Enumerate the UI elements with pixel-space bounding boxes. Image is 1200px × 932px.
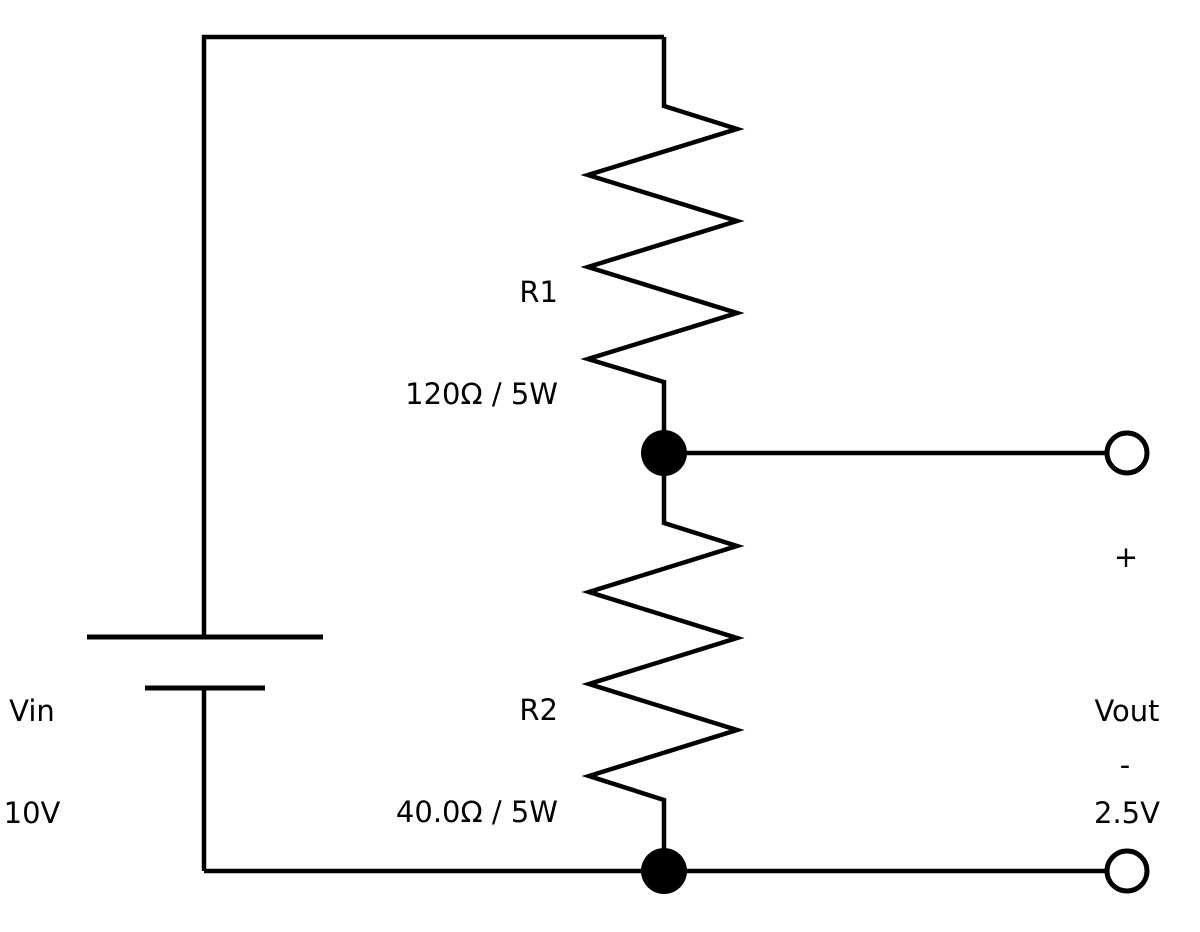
resistor-r1-name: R1 <box>519 275 558 309</box>
junction-dot-bottom <box>641 848 687 894</box>
resistor-r2-zigzag <box>581 453 745 871</box>
junction-dot-mid <box>641 430 687 476</box>
output-terminal-positive <box>1104 430 1150 476</box>
battery-value: 10V <box>3 796 61 830</box>
wire-left-top <box>201 34 664 637</box>
output-minus-sign: - <box>1119 748 1131 782</box>
resistor-r2-label: R2 40.0Ω / 5W <box>258 625 558 863</box>
output-name: Vout <box>1094 694 1160 728</box>
battery-name: Vin <box>9 694 55 728</box>
battery-label: Vin 10V <box>0 626 64 864</box>
resistor-r1-label: R1 120Ω / 5W <box>258 207 558 445</box>
output-label: Vout 2.5V <box>1066 626 1188 864</box>
output-value: 2.5V <box>1094 796 1160 830</box>
output-terminal-negative <box>1104 848 1150 894</box>
output-plus-sign: + <box>1113 540 1139 574</box>
resistor-r2-name: R2 <box>519 693 558 727</box>
resistor-r1-value: 120Ω / 5W <box>405 377 558 411</box>
resistor-r1-zigzag <box>580 37 745 453</box>
resistor-r2-value: 40.0Ω / 5W <box>395 795 558 829</box>
battery-symbol <box>87 634 323 871</box>
